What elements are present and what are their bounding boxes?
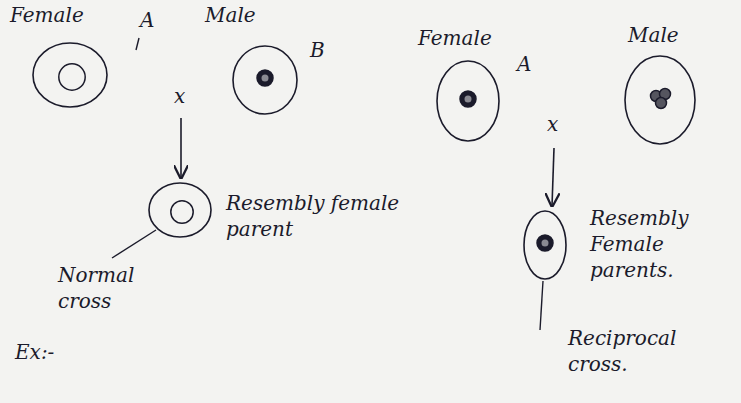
cell-outline <box>436 60 500 142</box>
cell-caption: Male <box>205 2 295 28</box>
cross-name: Normal cross <box>58 262 138 314</box>
cell-caption: Female <box>418 25 528 51</box>
cross-arrow <box>552 148 554 206</box>
cell-outline <box>148 182 212 238</box>
cell-node: Resembly Female parents.Reciprocal cross… <box>523 210 567 280</box>
cell-node: Resembly female parentNormal cross <box>148 182 212 238</box>
cross-arrow <box>180 118 182 178</box>
note-label: Ex:- <box>15 340 54 364</box>
cell-outline <box>232 45 298 115</box>
cell-outline <box>32 42 108 108</box>
cell-node: Female <box>436 60 500 142</box>
cell-caption: Male <box>628 22 718 48</box>
note-label: A <box>140 8 154 32</box>
note-label: B <box>310 38 325 62</box>
leader-line <box>112 230 156 258</box>
note-label: x <box>547 112 558 136</box>
pen-mark <box>136 38 139 50</box>
cross-name: Reciprocal cross. <box>568 325 718 377</box>
note-label: x <box>174 84 185 108</box>
cell-outline <box>624 55 696 145</box>
cell-node: Male <box>232 45 298 115</box>
cell-caption: Female <box>10 2 120 28</box>
note-label: A <box>517 52 531 76</box>
cell-caption: Resembly female parent <box>226 190 401 242</box>
cell-stalk <box>540 281 543 330</box>
cell-caption: Resembly Female parents. <box>590 205 730 283</box>
cell-node: Male <box>624 55 696 145</box>
cell-outline <box>523 210 567 280</box>
cell-node: Female <box>32 42 108 108</box>
